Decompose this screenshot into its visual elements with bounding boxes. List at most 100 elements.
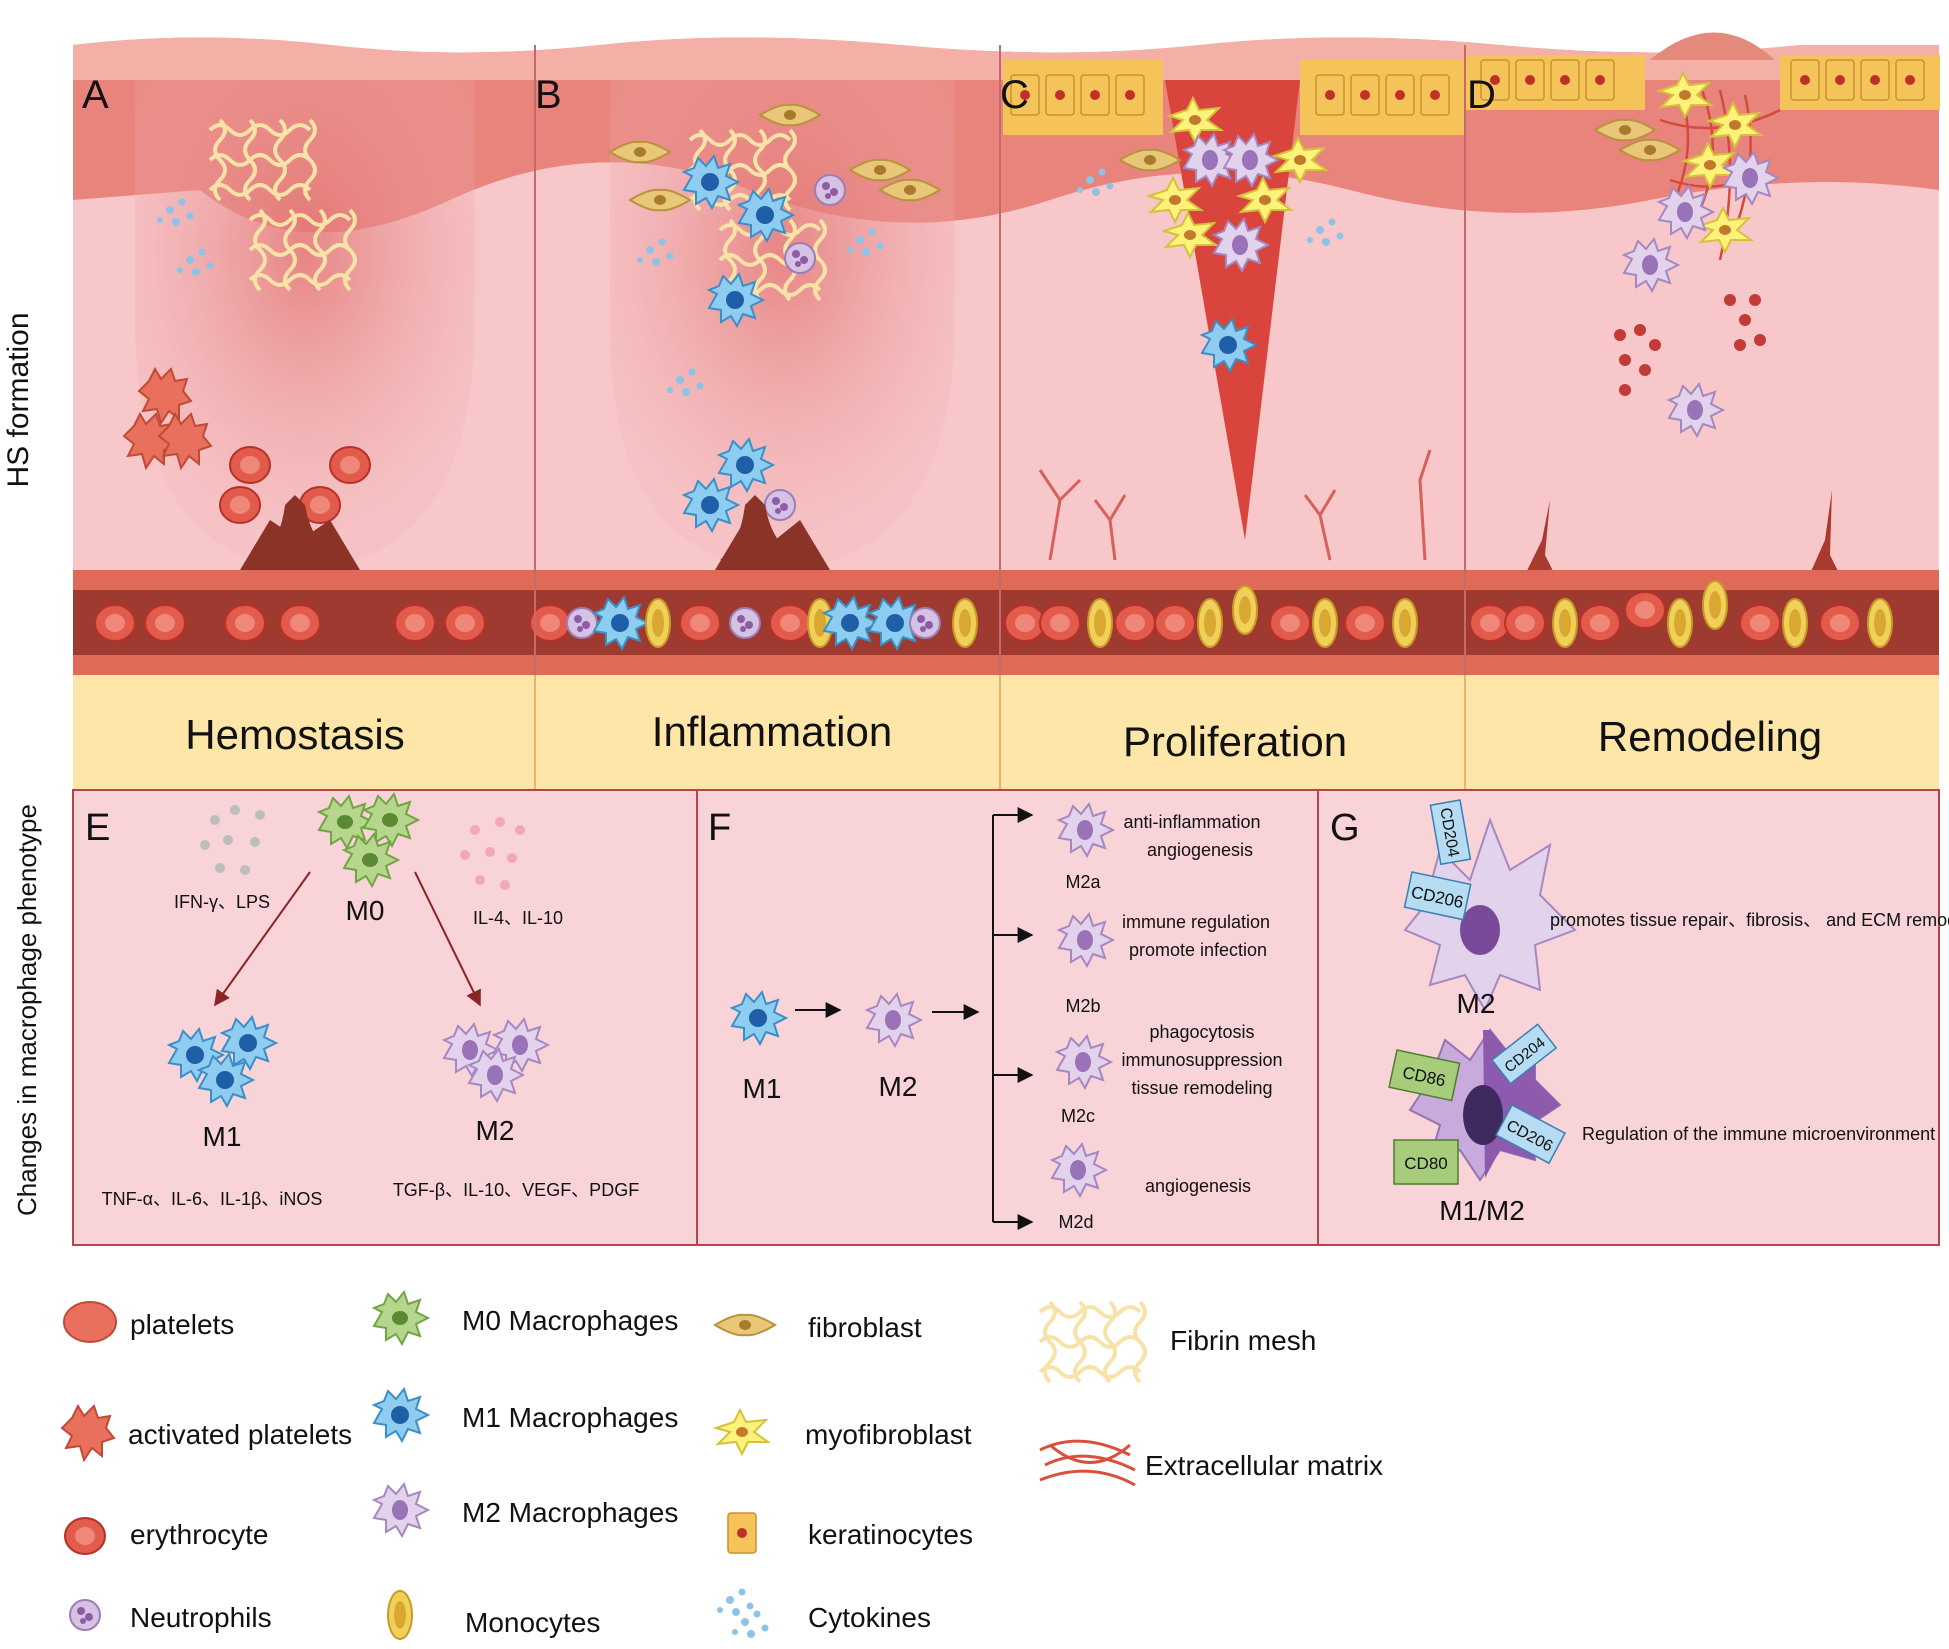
f-m2-label: M2 xyxy=(879,1071,918,1102)
cytokines-icon xyxy=(717,1588,754,1616)
keratinocyte xyxy=(1385,74,1415,116)
panel-letter-b: B xyxy=(535,73,562,117)
keratinocyte xyxy=(1790,59,1820,101)
monocyte xyxy=(1392,598,1418,648)
erythrocyte xyxy=(1344,604,1386,642)
marker-cd204: CD204 xyxy=(1429,799,1472,866)
panel-c xyxy=(1003,60,1465,561)
m1-label: M1 xyxy=(203,1121,242,1152)
legend-label: activated platelets xyxy=(128,1419,352,1450)
subtype-m2d: M2d angiogenesis xyxy=(1051,1143,1251,1232)
legend-label: fibroblast xyxy=(808,1312,922,1343)
keratinocyte xyxy=(1045,74,1075,116)
arrow-m0-to-m1 xyxy=(214,871,311,1007)
subtype-name: M2d xyxy=(1058,1212,1093,1232)
panel-e: E IFN-γ、LPS M0 IL-4、IL-10 M1 M2 TNF-α、IL… xyxy=(85,793,639,1209)
erythrocyte xyxy=(1624,591,1666,629)
m1-macrophage-icon xyxy=(373,1388,429,1442)
erythrocyte xyxy=(279,604,321,642)
subtype-function: promote infection xyxy=(1129,940,1267,960)
neutrophil xyxy=(764,489,796,521)
neutrophil xyxy=(729,607,761,639)
legend-label: M0 Macrophages xyxy=(462,1305,678,1336)
marker-cd206: CD206 xyxy=(1403,871,1472,921)
subtype-m2c: M2c phagocytosis immunosuppression tissu… xyxy=(1056,1022,1283,1126)
erythrocyte xyxy=(224,604,266,642)
myofibroblast-icon xyxy=(715,1409,769,1455)
marker-cd204-m1m2: CD204 xyxy=(1490,1023,1558,1085)
neutrophil xyxy=(814,174,846,206)
m1-products: TNF-α、IL-6、IL-1β、iNOS xyxy=(102,1189,323,1209)
erythrocyte xyxy=(679,604,721,642)
legend-label: keratinocytes xyxy=(808,1519,973,1550)
legend-item-fibrin-mesh: Fibrin mesh xyxy=(1038,1300,1316,1384)
subtype-function: immune regulation xyxy=(1122,912,1270,932)
side-label-hs-formation: HS formation xyxy=(2,312,35,487)
erythrocyte xyxy=(1114,604,1156,642)
subtype-function: angiogenesis xyxy=(1145,1176,1251,1196)
erythrocyte xyxy=(1739,604,1781,642)
legend-item-cytokines: Cytokines xyxy=(717,1588,931,1638)
legend-label: Cytokines xyxy=(808,1602,931,1633)
keratinocyte xyxy=(1350,74,1380,116)
monocyte xyxy=(1197,598,1223,648)
legend-item-m1: M1 Macrophages xyxy=(373,1388,678,1442)
panel-b xyxy=(609,80,955,570)
activated-platelet-icon xyxy=(61,1405,115,1461)
erythrocyte xyxy=(1819,604,1861,642)
m2-macrophage-icon xyxy=(373,1483,429,1537)
legend-item-fibroblast: fibroblast xyxy=(714,1312,922,1343)
legend-label: Extracellular matrix xyxy=(1145,1450,1383,1481)
subtype-function: angiogenesis xyxy=(1147,840,1253,860)
g-m1m2-description: Regulation of the immune microenvironmen… xyxy=(1582,1124,1935,1144)
blood-vessel xyxy=(73,520,1939,675)
erythrocyte-icon xyxy=(64,1517,106,1555)
subtype-m2b: M2b immune regulation promote infection xyxy=(1058,912,1270,1016)
monocyte xyxy=(1232,585,1258,635)
legend-label: M2 Macrophages xyxy=(462,1497,678,1528)
fibrin-mesh-icon xyxy=(1038,1300,1147,1384)
g-m2-nucleus xyxy=(1460,905,1500,955)
scar-bulge xyxy=(1650,32,1775,60)
legend-label: erythrocyte xyxy=(130,1519,269,1550)
neutrophil xyxy=(784,242,816,274)
subtype-name: M2a xyxy=(1065,872,1101,892)
panel-f: F M1 M2 M2a anti-inflammation angiogenes… xyxy=(708,803,1283,1232)
arrow-m0-to-m2 xyxy=(414,871,481,1007)
m2-products: TGF-β、IL-10、VEGF、PDGF xyxy=(393,1180,639,1200)
vessel-wall-top xyxy=(73,570,1939,590)
legend-label: myofibroblast xyxy=(805,1419,972,1450)
stage-label-remodeling: Remodeling xyxy=(1598,713,1822,760)
panel-a xyxy=(123,80,475,570)
erythrocyte xyxy=(219,486,261,524)
capillary-sprouts xyxy=(1038,469,1127,561)
erythrocyte xyxy=(144,604,186,642)
panel-letter-d: D xyxy=(1467,73,1496,117)
panel-d xyxy=(1465,32,1940,585)
legend-label: Fibrin mesh xyxy=(1170,1325,1316,1356)
erythrocyte xyxy=(394,604,436,642)
monocyte xyxy=(1087,598,1113,648)
keratinocyte xyxy=(1080,74,1110,116)
neutrophil xyxy=(566,607,598,639)
keratinocyte xyxy=(1515,59,1545,101)
stage-label-inflammation: Inflammation xyxy=(652,708,892,755)
legend-item-keratinocytes: keratinocytes xyxy=(727,1512,973,1554)
f-m1-label: M1 xyxy=(743,1073,782,1104)
monocyte xyxy=(1552,598,1578,648)
vessel-wall-bottom xyxy=(73,655,1939,675)
legend-label: M1 Macrophages xyxy=(462,1402,678,1433)
legend-item-neutrophils: Neutrophils xyxy=(69,1599,272,1633)
keratinocyte xyxy=(1860,59,1890,101)
m0-label: M0 xyxy=(346,895,385,926)
panel-letter-f: F xyxy=(708,807,731,849)
extracellular-matrix-icon xyxy=(1039,1439,1136,1487)
svg-text:CD80: CD80 xyxy=(1404,1154,1447,1173)
neutrophil xyxy=(909,607,941,639)
m1-stimuli: IFN-γ、LPS xyxy=(174,892,270,912)
legend-item-myofibroblast: myofibroblast xyxy=(715,1409,972,1455)
erythrocyte xyxy=(1039,604,1081,642)
g-m2-description: promotes tissue repair、fibrosis、 and ECM… xyxy=(1550,910,1949,930)
keratinocyte xyxy=(1895,59,1925,101)
erythrocyte xyxy=(1504,604,1546,642)
